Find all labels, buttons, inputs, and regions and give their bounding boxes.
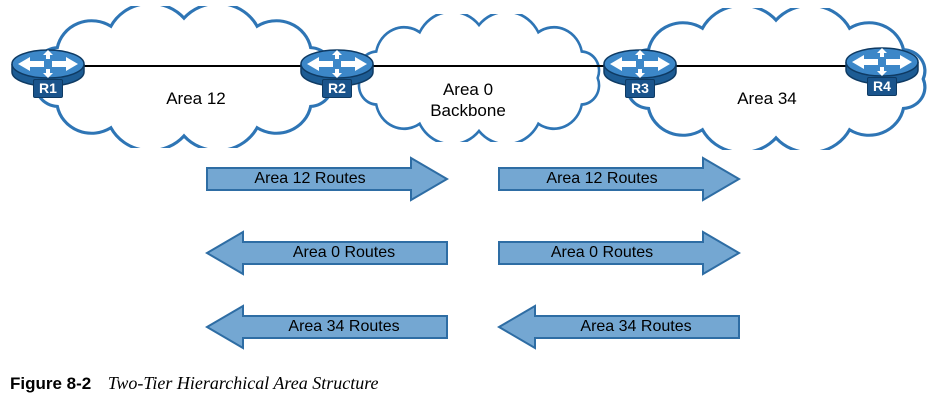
area-0-label: Area 0 Backbone <box>409 79 527 121</box>
arrow-label: Area 12 Routes <box>254 170 366 187</box>
left-arrow-icon <box>205 304 448 350</box>
right-arrow-icon <box>206 156 449 202</box>
router-r1-label: R1 <box>33 79 63 98</box>
cloud-icon <box>625 8 927 150</box>
figure-caption: Figure 8-2 Two-Tier Hierarchical Area St… <box>10 373 379 394</box>
router-icon <box>603 49 677 87</box>
figure-number: Figure 8-2 <box>10 374 92 393</box>
router-r2: R2 <box>297 40 377 98</box>
left-arrow-icon <box>205 230 448 276</box>
cloud-area-0 <box>350 14 608 142</box>
left-arrow-icon <box>497 304 740 350</box>
area-0-label-line2: Backbone <box>430 101 506 120</box>
arrow-area12-routes-left: Area 12 Routes <box>205 156 449 202</box>
arrow-area0-routes-left: Area 0 Routes <box>205 230 449 276</box>
figure-title: Two-Tier Hierarchical Area Structure <box>107 373 379 393</box>
network-link-line <box>48 65 884 67</box>
arrow-area12-routes-right: Area 12 Routes <box>497 156 741 202</box>
router-icon <box>845 47 919 85</box>
arrow-label: Area 0 Routes <box>292 244 396 261</box>
arrow-area0-routes-right: Area 0 Routes <box>497 230 741 276</box>
arrow-label: Area 12 Routes <box>546 170 658 187</box>
cloud-area-34 <box>616 8 936 150</box>
arrow-area34-routes-right: Area 34 Routes <box>497 304 741 350</box>
router-r4-label: R4 <box>867 77 897 96</box>
router-r4: R4 <box>842 38 922 96</box>
router-icon <box>300 49 374 87</box>
area-0-label-line1: Area 0 <box>442 80 494 99</box>
arrow-label: Area 34 Routes <box>288 318 400 335</box>
router-r3-label: R3 <box>625 79 655 98</box>
arrow-label: Area 34 Routes <box>580 318 692 335</box>
right-arrow-icon <box>498 230 741 276</box>
area-12-label: Area 12 <box>166 89 226 108</box>
area-34-label: Area 34 <box>737 89 797 108</box>
cloud-icon <box>357 14 601 142</box>
router-r1: R1 <box>8 40 88 98</box>
arrow-label: Area 0 Routes <box>550 244 654 261</box>
router-r3: R3 <box>600 40 680 98</box>
right-arrow-icon <box>498 156 741 202</box>
router-icon <box>11 49 85 87</box>
arrow-area34-routes-left: Area 34 Routes <box>205 304 449 350</box>
router-r2-label: R2 <box>322 79 352 98</box>
